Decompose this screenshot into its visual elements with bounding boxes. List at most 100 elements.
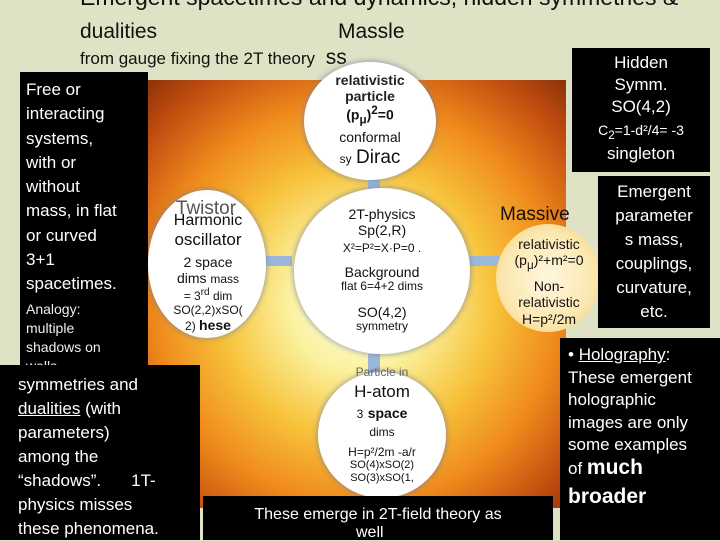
left-lower-line: these phenomena. [18,519,159,538]
center-l7: symmetry [356,318,408,333]
right-l5: H=p²/2m [521,310,577,327]
analogy-line: Analogy: [26,300,81,317]
bottom-caption-band: These emerge in 2T-field theory as [203,496,553,540]
hidden-line: Hidden [614,53,668,72]
emergent-line: couplings, [615,254,693,273]
bottom-l2-num: 3 [356,407,364,422]
holography-line: images are only [568,412,689,432]
left-lower-line: physics misses [18,495,133,514]
right-node-head: Massive [500,204,570,225]
left-l1: Harmonic [173,212,243,229]
right-l3: Non- [533,278,565,295]
holography-line: of much [568,455,720,481]
left-l5-sup: rd [200,286,210,298]
broader-word: broader [568,485,647,508]
left-l4-b: mass [210,272,240,287]
left-lower-panel: symmetries and dualities (with parameter… [0,365,200,540]
left-lower-line: parameters) [18,423,110,442]
left-lower-1t: 1T- [131,471,156,490]
emergent-line: curvature, [616,278,692,297]
holography-line: some examples [568,435,688,454]
top-l2: particle [345,88,395,105]
casimir-c: C [598,122,609,138]
right-l2-sub: μ [526,258,534,272]
bottom-l2: 3 space [318,405,446,423]
subtitle-text: from gauge fixing the 2T theory [80,49,315,68]
top-node-text: relativistic particle (pμ)2=0 conformal … [304,72,436,169]
holography-colon: : [665,345,671,364]
left-lower-with: (with [85,399,122,418]
left-l7-b: hese [199,317,231,334]
left-lower-line: dualities (with [18,397,200,421]
left-panel-line: 3+1 [26,250,55,270]
top-l5: sy Dirac [304,147,436,169]
left-panel-line: systems, [26,128,94,148]
left-lower-line: among the [18,447,99,466]
slide-subtitle: from gauge fixing the 2T theory ss [80,46,347,70]
center-l3: X²=P²=X·P=0 . [342,241,422,256]
title-massless-fragment: Massle [338,20,405,43]
subtitle-tail: ss [325,46,347,69]
arrow-left-connector [262,256,292,266]
bullet-glyph: • [568,345,574,364]
left-node-overlap-text: Twistor [175,198,237,219]
holography-head-line: • Holography: [568,344,720,367]
left-l4: dims mass [150,270,266,287]
left-l4-a: dims [176,270,207,287]
top-l1: relativistic [335,72,405,88]
shadows-word: “shadows”. [18,471,102,490]
left-l6: SO(2,2)xSO( [173,302,243,317]
analogy-line: shadows on [26,338,101,355]
top-l3-sup: 2 [371,104,378,118]
title-dualities: dualities [80,20,158,43]
emergent-line: parameter [615,206,693,225]
left-panel-line: Free or [26,80,81,99]
emergent-parameters-box: Emergent parameter s mass, couplings, cu… [598,176,710,328]
bottom-l1: H-atom [354,381,410,401]
left-panel-line: without [26,177,80,197]
left-l2: oscillator [174,230,242,250]
bottom-caption-text: These emerge in 2T-field theory as [254,506,502,523]
center-l1: 2T-physics [348,206,416,222]
top-l4: conformal [339,129,401,146]
casimir-tail: =1-d²/4= -3 [614,122,684,138]
left-l5: = 3rd dim [150,287,266,304]
left-lower-line: symmetries and [18,375,138,394]
bottom-l3: dims [369,424,395,439]
right-l2-b: )²+m²=0 [533,252,584,269]
bottom-node-ellipse [318,372,446,498]
center-l2: Sp(2,R) [357,222,407,239]
slide-title-line2: dualities Massle [80,20,405,44]
center-l5: flat 6=4+2 dims [340,279,424,294]
right-node-ellipse [496,224,600,332]
center-l6: SO(4,2) [357,303,407,320]
right-l4: relativistic [518,294,580,311]
singleton-label: singleton [606,143,676,163]
left-node-text: Harmonic oscillator 2 space dims mass = … [150,212,266,334]
emergent-line: Emergent [617,182,691,201]
casimir-line: C2=1-d²/4= -3 [572,122,710,142]
emergent-line: s mass, [624,230,684,249]
left-l7-a: 2) [185,319,196,334]
center-node-ellipse [294,188,470,354]
slide-title-line1: Emergent spacetimes and dynamics, hidden… [80,0,678,12]
right-l2: (pμ)²+m²=0 [496,252,602,272]
center-node-text: 2T-physics Sp(2,R) X²=P²=X·P=0 . Backgro… [296,206,468,334]
left-panel-line: with or [26,152,77,172]
arrow-right-connector [470,256,500,266]
left-l5-a: = 3 [183,288,201,303]
bottom-l6: SO(3)xSO(1, [350,471,414,484]
top-l5-dirac: Dirac [356,147,401,169]
bottom-l0: Particle in [355,365,409,379]
right-l1: relativistic [518,236,580,252]
left-panel-line: mass, in flat [26,201,117,221]
left-l5-b: dim [209,288,233,303]
top-l3-c: =0 [377,106,394,123]
left-description-panel: Free or interacting systems, with or wit… [20,72,148,374]
bottom-node-text: Particle in H-atom 3 space dims H=p²/2m … [318,365,446,485]
hidden-line: SO(4,2) [611,97,671,116]
hidden-line: Symm. [614,75,668,94]
much-word: much [586,455,643,479]
top-node-ellipse [304,62,436,180]
top-l3-a: (p [346,106,360,123]
